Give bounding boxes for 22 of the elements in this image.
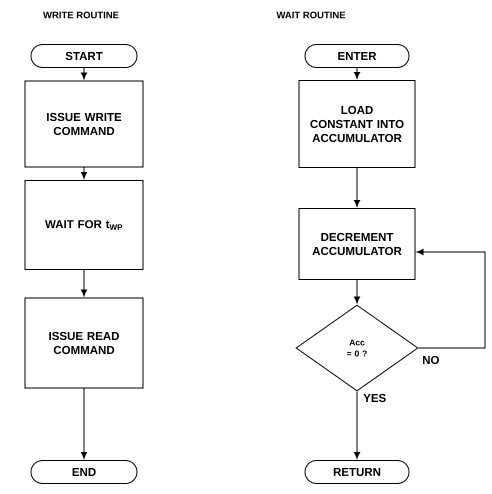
arrow: [354, 280, 360, 304]
process-box: DECREMENT ACCUMULATOR: [298, 208, 416, 280]
arrow: [80, 388, 88, 459]
arrow: [354, 68, 360, 79]
terminal-box: END: [30, 460, 138, 484]
terminal-box: RETURN: [304, 460, 410, 484]
edge-label: NO: [422, 356, 439, 364]
heading: WAIT ROUTINE: [276, 12, 346, 18]
arrow: [80, 270, 88, 296]
arrow: [354, 168, 360, 207]
process-box: WAIT FOR t$_{WP}$: [24, 180, 144, 270]
arrow: [354, 391, 360, 459]
arrow: [416, 248, 486, 348]
process-box: ISSUE WRITE COMMAND: [24, 80, 144, 168]
heading: WRITE ROUTINE: [43, 12, 119, 18]
process-box: ISSUE READ COMMAND: [24, 298, 144, 388]
terminal-box: START: [30, 44, 138, 68]
terminal-box: ENTER: [304, 44, 410, 68]
arrow: [80, 167, 88, 179]
process-box: LOAD CONSTANT INTO ACCUMULATOR: [298, 80, 416, 168]
arrow: [80, 68, 88, 80]
edge-label: YES: [363, 394, 386, 402]
